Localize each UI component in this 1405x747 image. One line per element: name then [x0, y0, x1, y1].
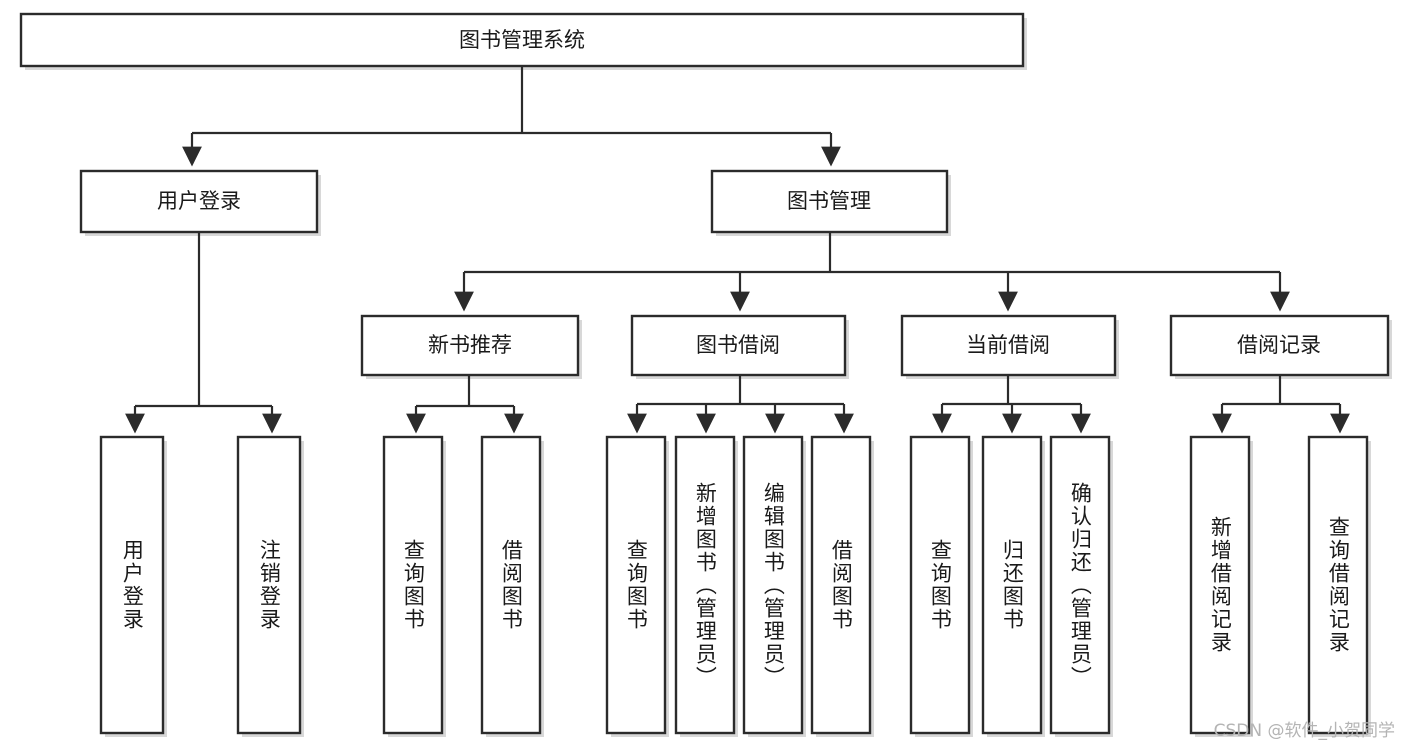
node-borrow-record[interactable]: [1169, 314, 1390, 377]
node-leaf-user-logout[interactable]: [236, 435, 302, 735]
node-leaf-edit-book[interactable]: [742, 435, 804, 735]
node-leaf-query-book-2[interactable]: [605, 435, 667, 735]
node-book-manage[interactable]: [710, 169, 949, 234]
node-current-borrow[interactable]: [900, 314, 1117, 377]
label-book-borrow: 图书借阅: [696, 333, 780, 357]
node-new-book-rec[interactable]: [360, 314, 580, 377]
node-book-borrow[interactable]: [630, 314, 847, 377]
node-leaf-query-book-1[interactable]: [382, 435, 444, 735]
label-root: 图书管理系统: [459, 28, 585, 52]
node-leaf-add-book[interactable]: [674, 435, 736, 735]
label-borrow-record: 借阅记录: [1237, 333, 1321, 357]
node-leaf-add-record[interactable]: [1189, 435, 1251, 735]
node-leaf-query-record[interactable]: [1307, 435, 1369, 735]
label-current-borrow: 当前借阅: [966, 333, 1050, 357]
node-root[interactable]: [19, 12, 1025, 68]
node-leaf-user-login[interactable]: [99, 435, 165, 735]
label-user-login: 用户登录: [157, 189, 241, 213]
watermark-text: CSDN @软件_小贺同学: [1213, 721, 1395, 741]
label-new-book-rec: 新书推荐: [428, 333, 512, 357]
node-labels-horizontal: 图书管理系统 用户登录 图书管理 新书推荐 图书借阅 当前借阅 借阅记录: [157, 28, 1321, 357]
node-leaf-borrow-book-1[interactable]: [480, 435, 542, 735]
node-leaf-borrow-book-2[interactable]: [810, 435, 872, 735]
node-leaf-query-book-3[interactable]: [909, 435, 971, 735]
label-book-manage: 图书管理: [787, 189, 871, 213]
node-user-login[interactable]: [79, 169, 319, 234]
node-leaf-return-book[interactable]: [981, 435, 1043, 735]
node-boxes: [19, 12, 1390, 735]
connectors: [125, 66, 1350, 434]
node-leaf-confirm-return[interactable]: [1049, 435, 1111, 735]
